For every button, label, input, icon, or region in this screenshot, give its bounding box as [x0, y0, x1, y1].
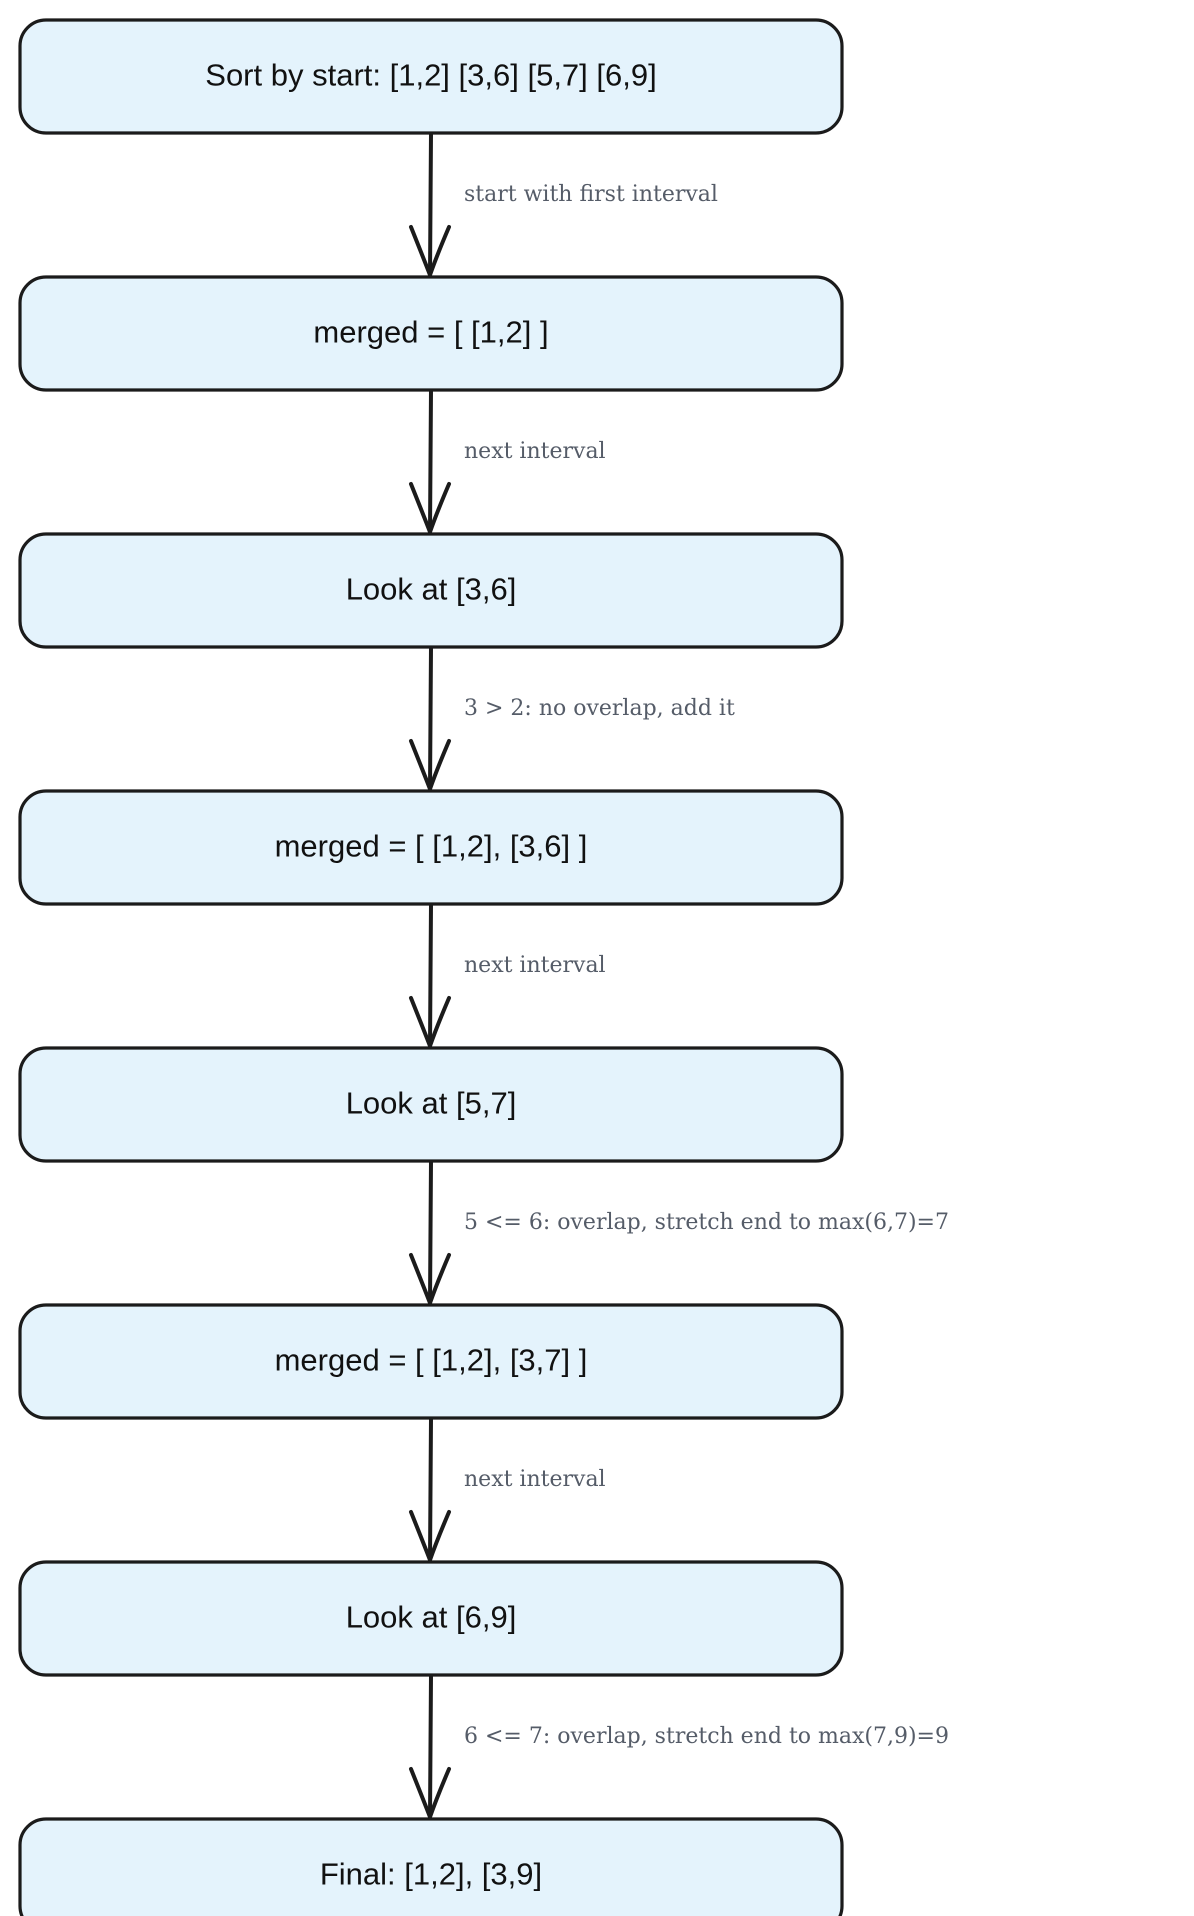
edge-arrow-line — [428, 131, 433, 277]
node-box — [18, 532, 844, 649]
node-label: Look at [3,6] — [346, 572, 517, 607]
edges-layer: start with first interval next interval 3 … — [409, 131, 949, 1819]
flow-edge: next interval — [409, 902, 606, 1048]
flow-node: merged = [ [1,2] ] — [18, 275, 844, 392]
node-box — [18, 18, 844, 135]
flow-node: Look at [6,9] — [18, 1560, 844, 1677]
flow-edge: 3 > 2: no overlap, add it — [409, 645, 735, 791]
arrowhead-icon — [409, 1253, 451, 1305]
edge-arrow-line — [428, 1159, 433, 1305]
edge-arrow-line — [428, 645, 433, 791]
node-box — [18, 1817, 844, 1916]
edge-arrow-line — [428, 1673, 433, 1819]
arrowhead-icon — [409, 1510, 451, 1562]
node-label: merged = [ [1,2], [3,7] ] — [275, 1343, 588, 1378]
edge-label: next interval — [464, 953, 606, 978]
flow-edge: 6 <= 7: overlap, stretch end to max(7,9)… — [409, 1673, 949, 1819]
edge-arrow-line — [428, 388, 433, 534]
edge-label: next interval — [464, 439, 606, 464]
node-label: merged = [ [1,2] ] — [313, 315, 548, 350]
flow-node: Look at [3,6] — [18, 532, 844, 649]
node-label: Final: [1,2], [3,9] — [320, 1857, 542, 1892]
edge-label: 6 <= 7: overlap, stretch end to max(7,9)… — [464, 1724, 949, 1749]
arrowhead-icon — [409, 482, 451, 534]
node-box — [18, 275, 844, 392]
flow-node: merged = [ [1,2], [3,7] ] — [18, 1303, 844, 1420]
flow-node: merged = [ [1,2], [3,6] ] — [18, 789, 844, 906]
arrowhead-icon — [409, 1767, 451, 1819]
flow-node: Final: [1,2], [3,9] — [18, 1817, 844, 1916]
node-box — [18, 1303, 844, 1420]
node-box — [18, 789, 844, 906]
flow-node: Sort by start: [1,2] [3,6] [5,7] [6,9] — [18, 18, 844, 135]
node-label: Look at [5,7] — [346, 1086, 517, 1121]
flow-edge: next interval — [409, 388, 606, 534]
edge-label: 3 > 2: no overlap, add it — [464, 696, 735, 721]
arrowhead-icon — [409, 225, 451, 277]
edge-arrow-line — [428, 1416, 433, 1562]
edge-label: next interval — [464, 1467, 606, 1492]
arrowhead-icon — [409, 996, 451, 1048]
flow-edge: start with first interval — [409, 131, 718, 277]
node-box — [18, 1046, 844, 1163]
arrowhead-icon — [409, 739, 451, 791]
edge-label: start with first interval — [464, 182, 718, 207]
flow-node: Look at [5,7] — [18, 1046, 844, 1163]
node-label: merged = [ [1,2], [3,6] ] — [275, 829, 588, 864]
node-label: Look at [6,9] — [346, 1600, 517, 1635]
flow-edge: 5 <= 6: overlap, stretch end to max(6,7)… — [409, 1159, 949, 1305]
edge-arrow-line — [428, 902, 433, 1048]
flow-edge: next interval — [409, 1416, 606, 1562]
nodes-layer: Sort by start: [1,2] [3,6] [5,7] [6,9] me… — [18, 18, 844, 1916]
node-label: Sort by start: [1,2] [3,6] [5,7] [6,9] — [205, 58, 656, 93]
node-box — [18, 1560, 844, 1677]
edge-label: 5 <= 6: overlap, stretch end to max(6,7)… — [464, 1210, 949, 1235]
